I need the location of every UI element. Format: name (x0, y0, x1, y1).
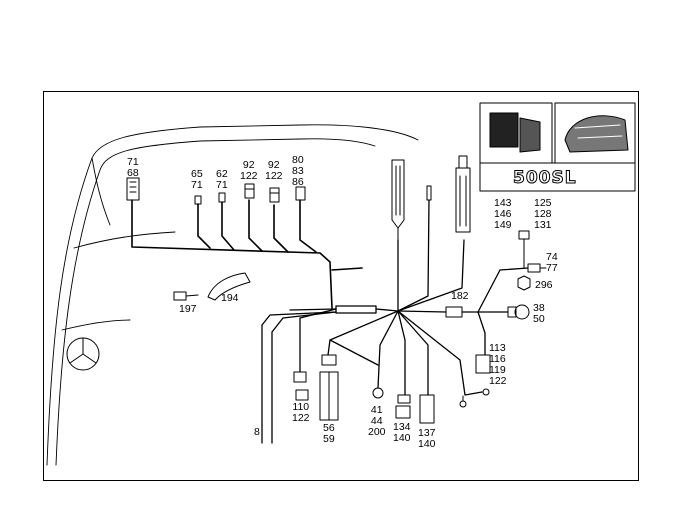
small-plug-center (426, 185, 432, 201)
plug-65-71 (194, 195, 202, 205)
callout-296: 296 (535, 279, 553, 291)
sensor-38-50 (507, 304, 530, 320)
callout-8: 8 (254, 426, 260, 438)
plug-137-140 (419, 394, 435, 424)
inset-photo-left (479, 102, 553, 164)
round-plug-41-44-200 (372, 387, 384, 399)
plug-182 (445, 306, 463, 318)
connector-block-71-68 (126, 177, 140, 201)
vehicle-outline (46, 124, 419, 466)
nut-296 (517, 275, 531, 291)
connector-113-116 (475, 354, 491, 374)
plug-92-122-b (269, 187, 280, 203)
fuse-block-56-59 (319, 354, 339, 421)
connector-74-77 (527, 263, 547, 273)
harness-trunk (131, 199, 363, 309)
model-badge: 500SL (513, 168, 577, 189)
bracket-194 (207, 272, 251, 301)
connector-143-125 (518, 230, 530, 269)
plug-92-122-a (244, 183, 255, 199)
strip-connector-right (455, 155, 471, 233)
plug-62-71 (218, 192, 226, 203)
bolt-197 (173, 291, 199, 301)
plug-80-83-86 (295, 186, 306, 201)
ground-eyelet (459, 388, 490, 408)
plug-134-140 (395, 394, 411, 419)
callout-197: 197 (179, 303, 197, 315)
callout-182: 182 (451, 290, 469, 302)
plug-110-122 (293, 371, 309, 401)
mercedes-star-icon (66, 337, 100, 371)
diagram-frame (43, 91, 639, 481)
inset-badge-box (479, 162, 636, 192)
strip-connector-left (391, 159, 405, 241)
callout-194: 194 (221, 292, 239, 304)
inset-photo-right (554, 102, 636, 164)
harness-branches (261, 199, 529, 444)
